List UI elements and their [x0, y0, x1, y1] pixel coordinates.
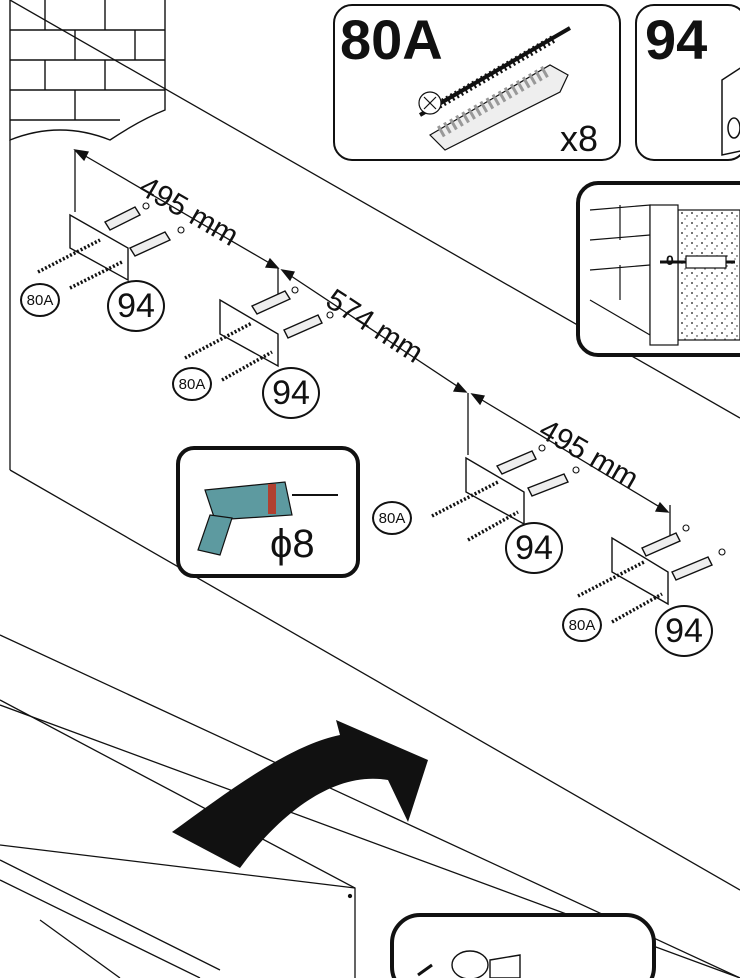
- callout-bracket-4: 94: [655, 605, 713, 657]
- drill-icon: [197, 481, 338, 556]
- bracket-2: [184, 290, 323, 382]
- wall-section-detail: [589, 204, 740, 346]
- bracket-thumbnail-icon: [721, 67, 740, 156]
- part-qty-80a: x8: [560, 118, 599, 159]
- callout-bracket-3: 94: [505, 522, 563, 574]
- bracket-detail-icon: [417, 950, 521, 978]
- bracket-3: [431, 450, 569, 542]
- callout-screw-2: 80A: [172, 367, 212, 401]
- bracket-4: [577, 532, 713, 624]
- part-code-80a: 80A: [340, 8, 443, 71]
- drill-size-label: ϕ8: [270, 522, 315, 566]
- callout-bracket-1: 94: [107, 280, 165, 332]
- part-code-94: 94: [645, 8, 708, 71]
- callout-bracket-2: 94: [262, 367, 320, 419]
- bracket-1: [37, 206, 172, 290]
- wall-mark: 0: [666, 252, 674, 268]
- callout-screw-1: 80A: [20, 283, 60, 317]
- detail-box-bottom: [390, 913, 656, 978]
- hole-marks: [142, 202, 726, 556]
- rotate-arrow-icon: [172, 720, 428, 868]
- brick-wall-corner: [9, 0, 166, 142]
- callout-screw-4: 80A: [562, 608, 602, 642]
- dimension-lines: [73, 149, 671, 540]
- part-box-94: [635, 4, 740, 161]
- callout-screw-3: 80A: [372, 501, 412, 535]
- cabinet-outline: [0, 699, 356, 978]
- screw-anchor-icon: [418, 26, 572, 151]
